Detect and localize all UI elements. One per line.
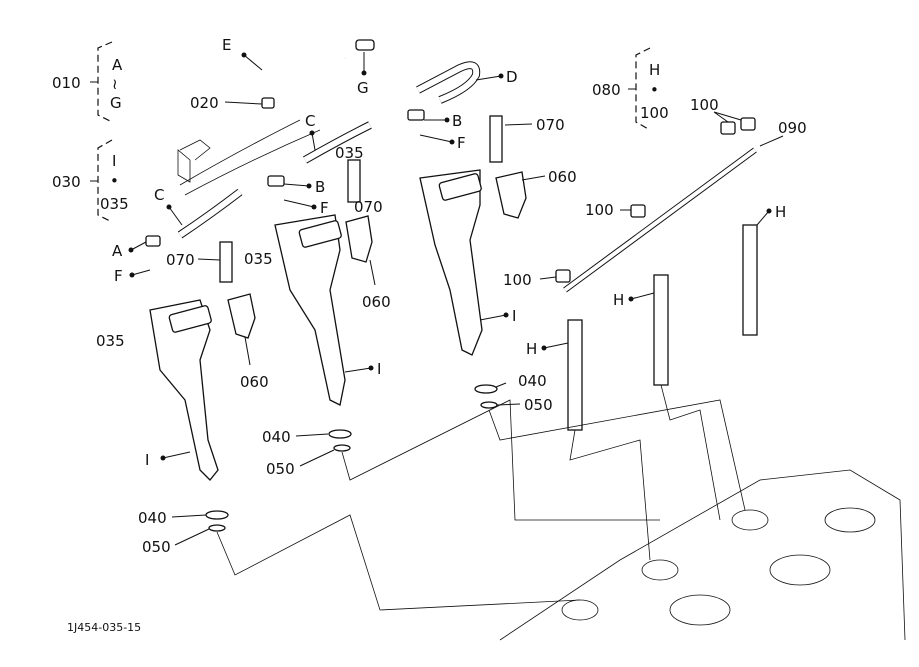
glow-plug-3 <box>742 224 758 336</box>
callout-F-lower: F <box>114 267 123 285</box>
washer-050-3 <box>480 401 498 409</box>
banjo-B-upper <box>407 109 425 121</box>
washer-050-1 <box>208 524 226 532</box>
nut-100-3 <box>720 121 736 135</box>
seal-040-2 <box>328 429 352 439</box>
group-080-id: 080 <box>592 81 621 99</box>
callout-H-right: H <box>775 203 786 221</box>
callout-100-lower: 100 <box>503 271 532 289</box>
seal-040-3 <box>474 384 498 394</box>
group-030-bottom: 035 <box>100 195 129 213</box>
clamp-020 <box>261 97 275 109</box>
callout-B-lower: B <box>315 178 325 196</box>
engine-bracket <box>177 119 321 196</box>
cylinder-head <box>499 469 906 641</box>
callout-100-middle: 100 <box>585 201 614 219</box>
group-030: 030 I • 035 <box>52 139 129 223</box>
nut-100-2 <box>630 204 646 218</box>
group-010: 010 A ≀ G <box>52 41 123 123</box>
drawing-id: 1J454-035-15 <box>67 621 141 634</box>
callout-A: A <box>112 242 123 260</box>
group-030-top: I <box>112 152 116 170</box>
callout-035-upper: 035 <box>335 144 364 162</box>
group-030-id: 030 <box>52 173 81 191</box>
callout-050-right: 050 <box>524 396 553 414</box>
hose-E <box>261 55 347 91</box>
glow-plug-2 <box>653 274 669 386</box>
callout-D: D <box>506 68 518 86</box>
nut-100-1 <box>555 269 571 283</box>
callout-070-middle: 070 <box>354 198 383 216</box>
group-080-top: H <box>649 61 660 79</box>
hose-D <box>416 61 481 104</box>
group-080-mid: • <box>650 81 659 99</box>
callout-070-left: 070 <box>166 251 195 269</box>
bolt-070-3 <box>489 115 503 163</box>
callout-I-left: I <box>145 451 149 469</box>
callout-F-middle: F <box>320 199 329 217</box>
callout-060-left: 060 <box>240 373 269 391</box>
fitting-G <box>355 39 375 51</box>
guide-lines <box>216 384 746 611</box>
banjo-A <box>145 235 161 247</box>
callout-050-middle: 050 <box>266 460 295 478</box>
group-010-id: 010 <box>52 74 81 92</box>
washer-050-2 <box>333 444 351 452</box>
callout-060-middle: 060 <box>362 293 391 311</box>
callout-100-upper: 100 <box>690 96 719 114</box>
group-010-mid: ≀ <box>112 75 118 93</box>
injector-3 <box>419 169 483 356</box>
callout-H-left: H <box>526 340 537 358</box>
group-080-bottom: 100 <box>640 104 669 122</box>
callout-040-middle: 040 <box>262 428 291 446</box>
callout-050-left: 050 <box>142 538 171 556</box>
injector-2 <box>274 214 346 406</box>
callouts: E G D 020 C C B B F F A F 035 035 035 07… <box>96 36 807 556</box>
holder-060-1 <box>227 293 256 339</box>
callout-C-lower: C <box>154 186 164 204</box>
callout-090: 090 <box>778 119 807 137</box>
group-030-mid: • <box>110 172 119 190</box>
callout-B-upper: B <box>452 112 462 130</box>
group-010-top: A <box>112 56 123 74</box>
holder-060-2 <box>345 215 373 263</box>
glow-plug-1 <box>567 319 583 431</box>
hose-C-upper <box>303 121 372 164</box>
callout-F-upper: F <box>457 134 466 152</box>
callout-G: G <box>357 79 369 97</box>
callout-040-right: 040 <box>518 372 547 390</box>
hose-C-lower <box>177 188 243 239</box>
callout-060-right: 060 <box>548 168 577 186</box>
callout-070-right: 070 <box>536 116 565 134</box>
callout-035-middle: 035 <box>244 250 273 268</box>
injector-1 <box>149 299 219 481</box>
holder-060-3 <box>495 171 527 219</box>
group-010-bottom: G <box>110 94 122 112</box>
callout-035-lower: 035 <box>96 332 125 350</box>
callout-I-middle: I <box>377 360 381 378</box>
bolt-070-1 <box>219 241 233 283</box>
callout-I-right: I <box>512 307 516 325</box>
callout-020: 020 <box>190 94 219 112</box>
banjo-B-lower <box>267 175 285 187</box>
group-080: 080 H • 100 <box>592 47 669 131</box>
callout-E: E <box>222 36 231 54</box>
nut-100-4 <box>740 117 756 131</box>
callout-H-middle: H <box>613 291 624 309</box>
callout-C-upper: C <box>305 112 315 130</box>
bolt-070-2 <box>347 159 361 203</box>
seal-040-1 <box>205 510 229 520</box>
callout-040-left: 040 <box>138 509 167 527</box>
